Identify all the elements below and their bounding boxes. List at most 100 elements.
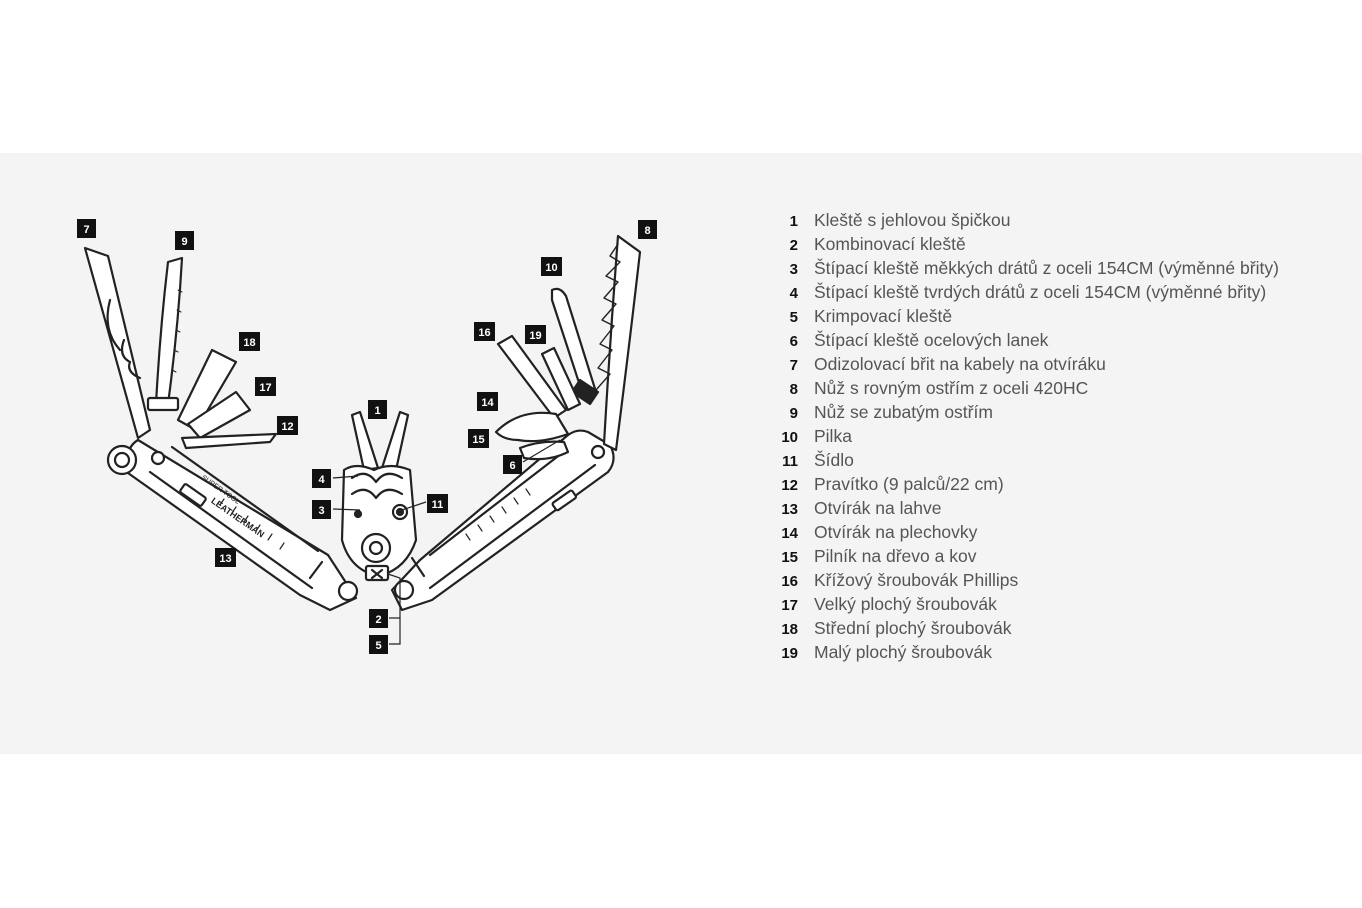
legend-label: Otvírák na plechovky <box>814 522 978 542</box>
svg-text:13: 13 <box>219 553 231 565</box>
tool-can-opener <box>494 411 570 443</box>
svg-text:8: 8 <box>644 225 650 237</box>
tool-phillips-screwdriver <box>496 334 568 420</box>
legend-label: Nůž s rovným ostřím z oceli 420HC <box>814 378 1089 398</box>
legend-item: 9 Nůž se zubatým ostřím <box>776 400 1279 424</box>
svg-text:2: 2 <box>375 614 381 626</box>
callout-2: 2 <box>369 609 388 628</box>
svg-text:16: 16 <box>478 327 490 339</box>
legend-number: 14 <box>781 525 798 542</box>
legend-label: Štípací kleště tvrdých drátů z oceli 154… <box>814 282 1267 302</box>
legend-label: Šídlo <box>814 450 854 470</box>
svg-text:12: 12 <box>281 421 293 433</box>
legend-number: 15 <box>781 549 798 566</box>
legend-label: Pilka <box>814 426 852 446</box>
tool-stripper-opener <box>83 246 152 440</box>
legend-item: 6 Štípací kleště ocelových lanek <box>776 328 1279 352</box>
svg-text:4: 4 <box>318 474 325 486</box>
svg-text:7: 7 <box>83 224 89 236</box>
legend-number: 12 <box>781 477 798 494</box>
legend-label: Otvírák na lahve <box>814 498 942 518</box>
callout-11: 11 <box>427 494 448 513</box>
pliers-head <box>340 410 418 582</box>
legend-label: Křížový šroubovák Phillips <box>814 570 1019 590</box>
legend-number: 5 <box>789 309 798 326</box>
svg-text:14: 14 <box>481 397 494 409</box>
tool-small-screwdriver <box>540 346 582 412</box>
legend-label: Střední plochý šroubovák <box>814 618 1012 638</box>
tool-bottle-opener <box>518 440 570 461</box>
svg-text:11: 11 <box>432 499 444 511</box>
callout-13: 13 <box>215 548 236 567</box>
legend-item: 15 Pilník na dřevo a kov <box>776 544 1279 568</box>
legend-label: Malý plochý šroubovák <box>814 642 992 662</box>
legend-number: 19 <box>781 645 798 662</box>
legend-item: 16 Křížový šroubovák Phillips <box>776 568 1279 592</box>
legend-label: Odizolovací břit na kabely na otvíráku <box>814 354 1106 374</box>
right-handle <box>390 429 615 612</box>
callout-18: 18 <box>239 332 260 351</box>
svg-text:1: 1 <box>374 405 380 417</box>
legend-label: Kleště s jehlovou špičkou <box>814 210 1011 230</box>
callout-9: 9 <box>175 231 194 250</box>
legend-label: Štípací kleště měkkých drátů z oceli 154… <box>814 258 1279 278</box>
legend-item: 4 Štípací kleště tvrdých drátů z oceli 15… <box>776 280 1279 304</box>
callout-8: 8 <box>638 220 657 239</box>
callout-12: 12 <box>277 416 298 435</box>
legend-label: Velký plochý šroubovák <box>814 594 997 614</box>
legend-number: 10 <box>781 429 798 446</box>
callout-17: 17 <box>255 377 276 396</box>
legend-label: Pilník na dřevo a kov <box>814 546 977 566</box>
svg-text:17: 17 <box>259 382 271 394</box>
legend-item: 10 Pilka <box>776 424 1279 448</box>
legend-item: 2 Kombinovací kleště <box>776 232 1279 256</box>
svg-text:5: 5 <box>375 640 381 652</box>
legend-label: Pravítko (9 palců/22 cm) <box>814 474 1004 494</box>
legend-label: Kombinovací kleště <box>814 234 966 254</box>
tool-straight-knife <box>602 234 642 452</box>
svg-text:10: 10 <box>545 262 557 274</box>
callout-6: 6 <box>503 455 522 474</box>
callout-10: 10 <box>541 257 562 276</box>
svg-text:18: 18 <box>243 337 255 349</box>
legend-number: 17 <box>781 597 798 614</box>
callout-1: 1 <box>368 400 387 419</box>
legend-label: Nůž se zubatým ostřím <box>814 402 993 422</box>
legend-number: 9 <box>789 405 798 422</box>
legend-number: 3 <box>789 261 798 278</box>
legend-item: 14 Otvírák na plechovky <box>776 520 1279 544</box>
callout-16: 16 <box>474 322 495 341</box>
legend-number: 4 <box>789 285 798 302</box>
legend-number: 7 <box>789 357 798 374</box>
callout-15: 15 <box>468 429 489 448</box>
callout-14: 14 <box>477 392 498 411</box>
callout-7: 7 <box>77 219 96 238</box>
svg-text:3: 3 <box>318 505 324 517</box>
callout-5: 5 <box>369 635 388 654</box>
tool-ruler-file <box>180 432 278 450</box>
legend-number: 16 <box>781 573 798 590</box>
legend-item: 17 Velký plochý šroubovák <box>776 592 1279 616</box>
legend-label: Krimpovací kleště <box>814 306 953 326</box>
legend-number: 11 <box>782 453 798 470</box>
legend-item: 18 Střední plochý šroubovák <box>776 616 1279 640</box>
legend-item: 5 Krimpovací kleště <box>776 304 1279 328</box>
callout-4: 4 <box>312 469 331 488</box>
legend-item: 3 Štípací kleště měkkých drátů z oceli 15… <box>776 256 1279 280</box>
legend-item: 19 Malý plochý šroubovák <box>776 640 1279 664</box>
legend-item: 7 Odizolovací břit na kabely na otvíráku <box>776 352 1279 376</box>
content-panel <box>0 153 1362 754</box>
svg-text:19: 19 <box>529 330 541 342</box>
legend-number: 13 <box>781 501 798 518</box>
legend-item: 11 Šídlo <box>776 448 1279 472</box>
svg-text:6: 6 <box>509 460 515 472</box>
legend-label: Štípací kleště ocelových lanek <box>814 330 1049 350</box>
legend-number: 18 <box>781 621 798 638</box>
svg-text:15: 15 <box>472 434 484 446</box>
legend-number: 2 <box>789 237 798 254</box>
legend-number: 6 <box>789 333 798 350</box>
legend-item: 12 Pravítko (9 palců/22 cm) <box>776 472 1279 496</box>
